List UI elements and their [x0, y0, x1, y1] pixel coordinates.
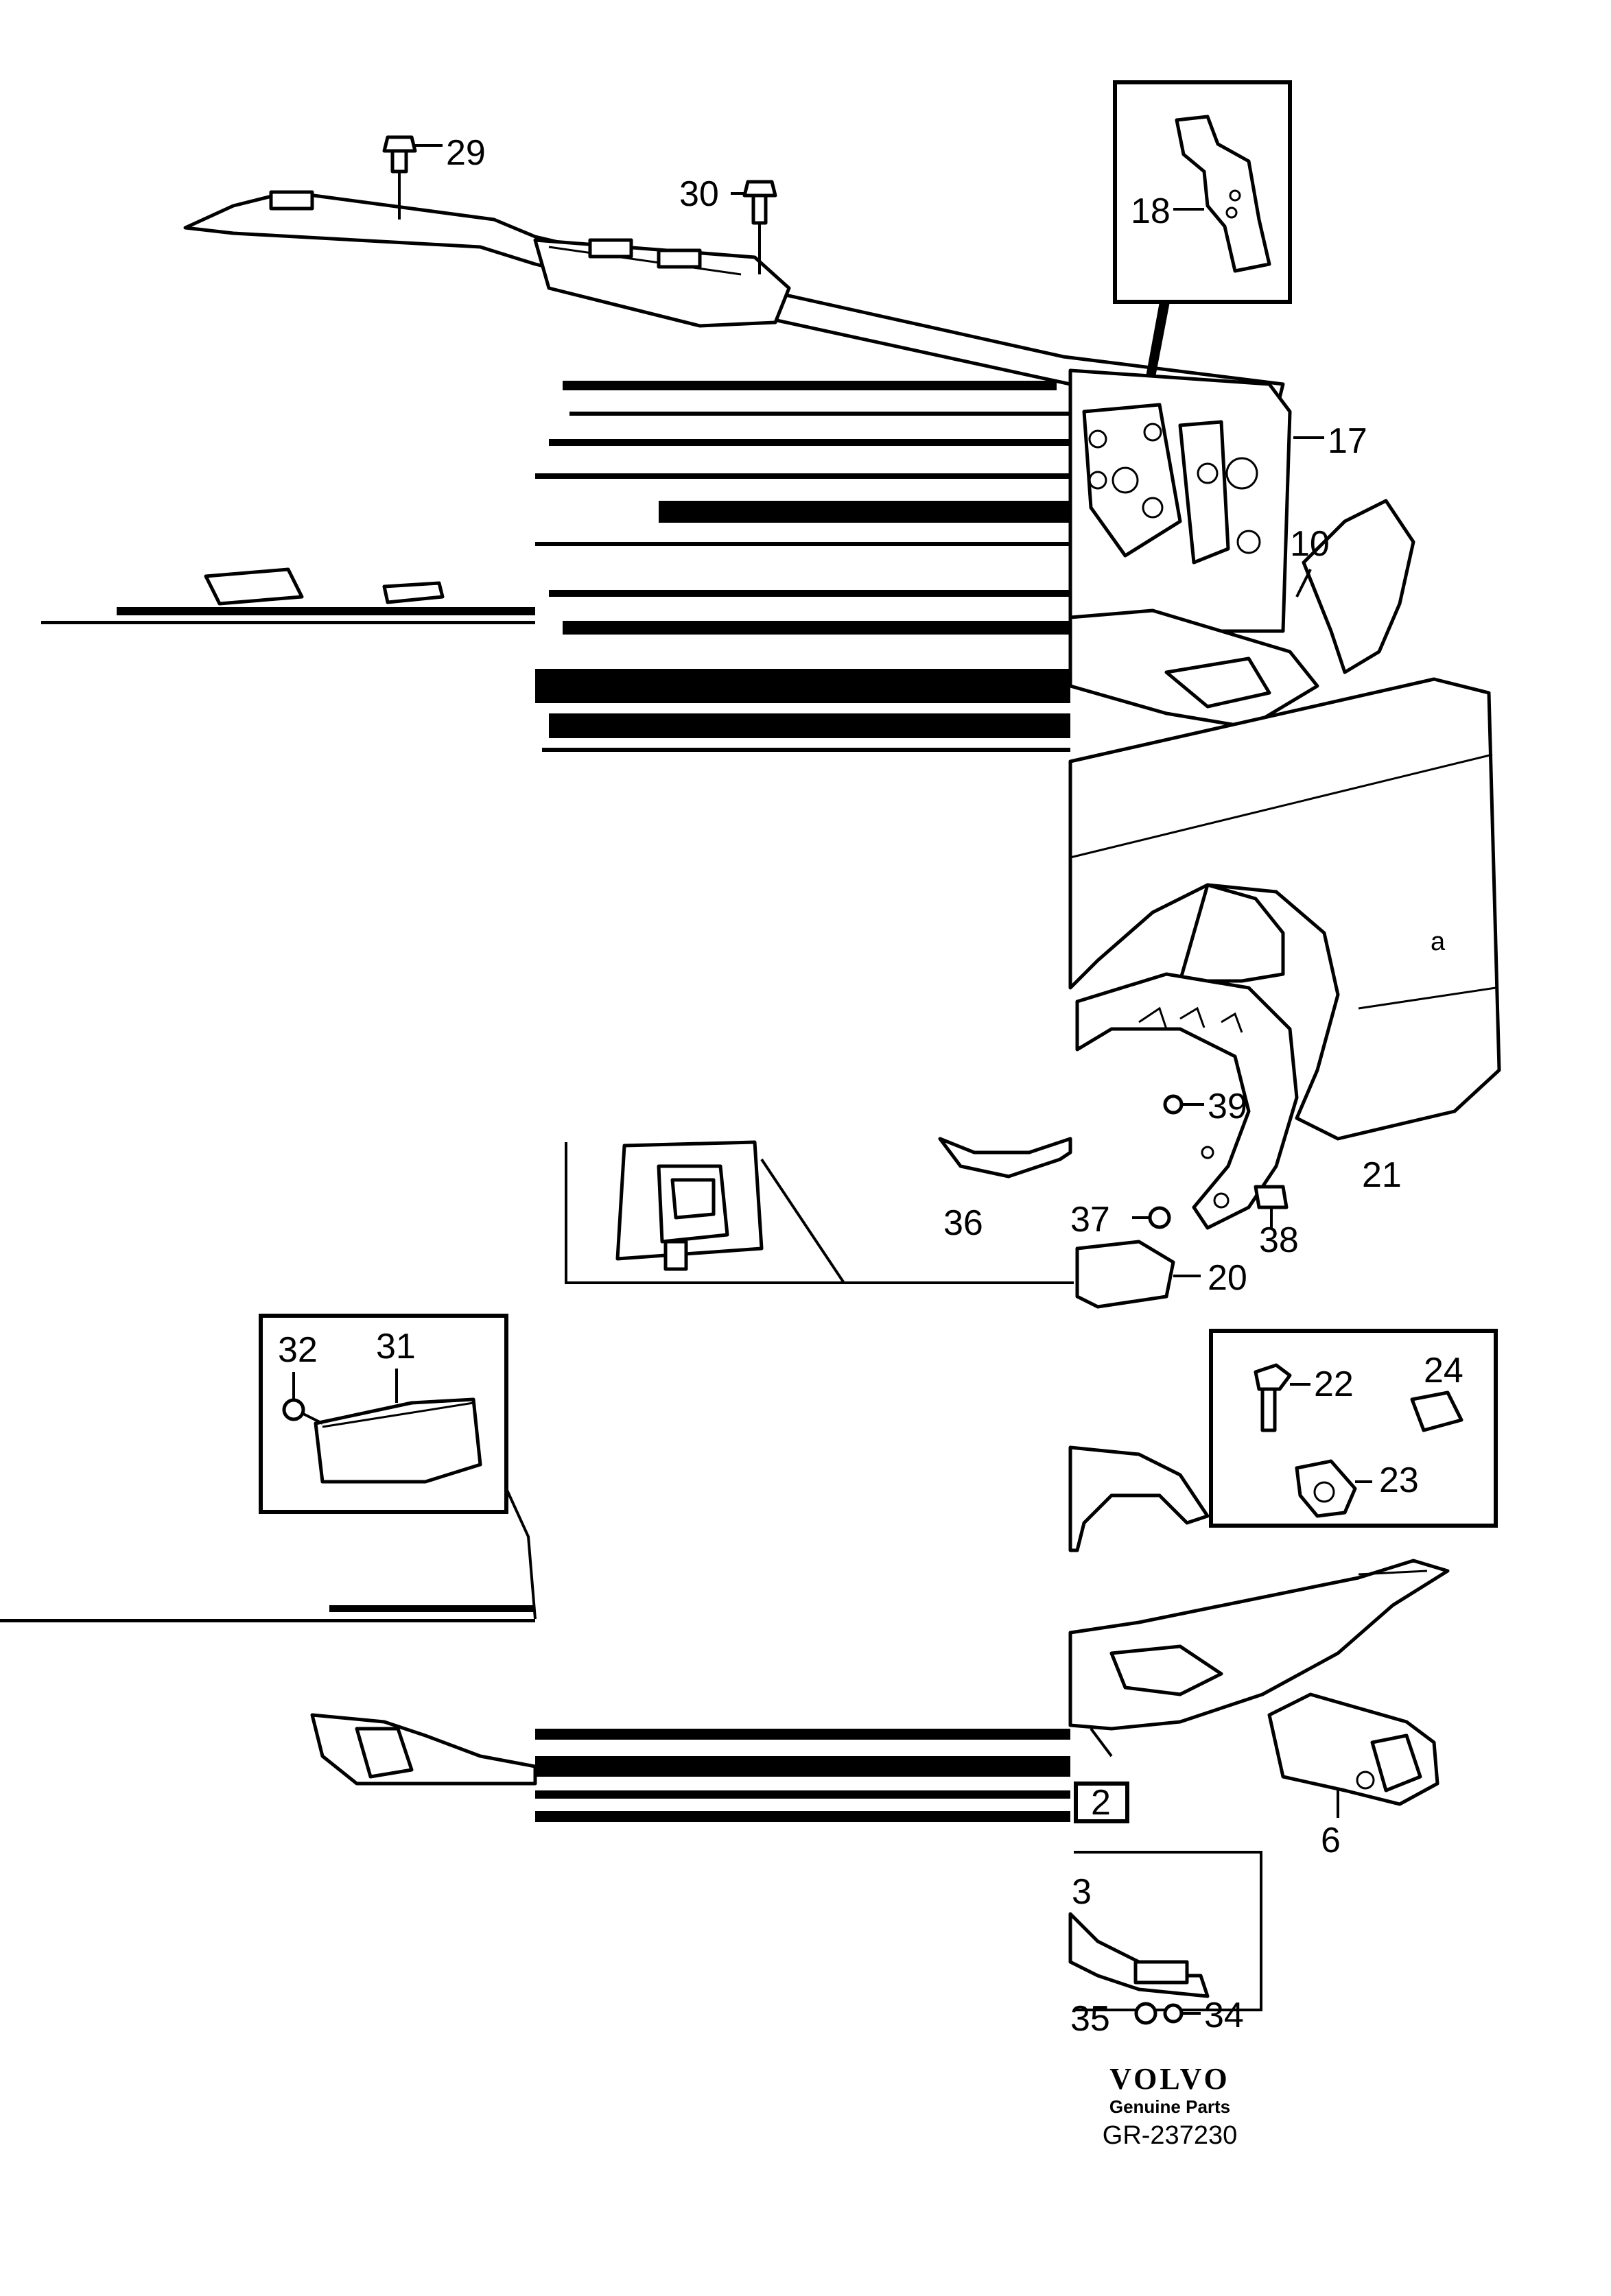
callout-29: 29: [446, 133, 486, 173]
callout-17: 17: [1328, 421, 1367, 461]
inset-box-3-34-35: [1068, 1851, 1262, 2025]
brand-logo: VOLVO: [1109, 2062, 1230, 2096]
callout-30: 30: [679, 174, 719, 214]
callout-31: 31: [376, 1327, 416, 1366]
pillar-panel-drawing: [1068, 368, 1415, 729]
bolt-30-drawing: [731, 180, 777, 274]
inset-box-22-23-24: [1209, 1329, 1498, 1528]
clip-38-drawing: [1254, 1185, 1289, 1228]
scan-artifacts: [0, 381, 1070, 1822]
callout-23: 23: [1379, 1460, 1419, 1500]
callout-6: 6: [1321, 1821, 1341, 1860]
reference-number: GR-237230: [1103, 2121, 1237, 2150]
part-36-drawing: [938, 1137, 1072, 1179]
callout-labels: 29 30 18 17 10 21 39 36 37 38 20 32 31 2…: [278, 133, 1463, 2039]
rail-bolt-drawing: [204, 567, 445, 606]
callout-32: 32: [278, 1330, 318, 1370]
callout-37: 37: [1070, 1200, 1110, 1240]
callout-3: 3: [1072, 1872, 1092, 1912]
callout-18: 18: [1131, 191, 1171, 231]
fender-21-drawing: a: [1068, 677, 1501, 1141]
sill-panel-drawing: [1068, 1559, 1450, 1823]
callout-39: 39: [1208, 1087, 1247, 1126]
footer: VOLVO Genuine Parts GR-237230: [1103, 2062, 1237, 2150]
callout-24: 24: [1424, 1351, 1463, 1390]
roof-rail-drawing: [183, 190, 1285, 414]
bolt-29-drawing: [382, 135, 443, 220]
bolt-37-drawing: [1132, 1206, 1171, 1229]
inset-box-18: [1113, 80, 1292, 384]
callout-2: 2: [1091, 1783, 1111, 1823]
callout-22: 22: [1314, 1364, 1354, 1404]
jack-pad-6-drawing: [1267, 1692, 1439, 1818]
callout-35: 35: [1070, 1999, 1110, 2039]
brand-subtitle: Genuine Parts: [1109, 2096, 1230, 2117]
left-sill-drawing: [310, 1713, 537, 1786]
callout-34: 34: [1204, 1996, 1244, 2035]
callout-38: 38: [1259, 1220, 1299, 1260]
bracket-20-drawing: [1075, 1240, 1201, 1309]
callout-10: 10: [1290, 524, 1330, 564]
inset-box-clip: [565, 1140, 1074, 1284]
callout-20: 20: [1208, 1258, 1247, 1298]
callout-36: 36: [943, 1203, 983, 1243]
fender-badge: a: [1431, 927, 1446, 956]
wheel-housing-drawing: [1068, 1445, 1210, 1552]
inset-box-31-32: [259, 1314, 537, 1620]
wheel-liner-drawing: [1075, 972, 1299, 1230]
callout-21: 21: [1362, 1155, 1402, 1195]
